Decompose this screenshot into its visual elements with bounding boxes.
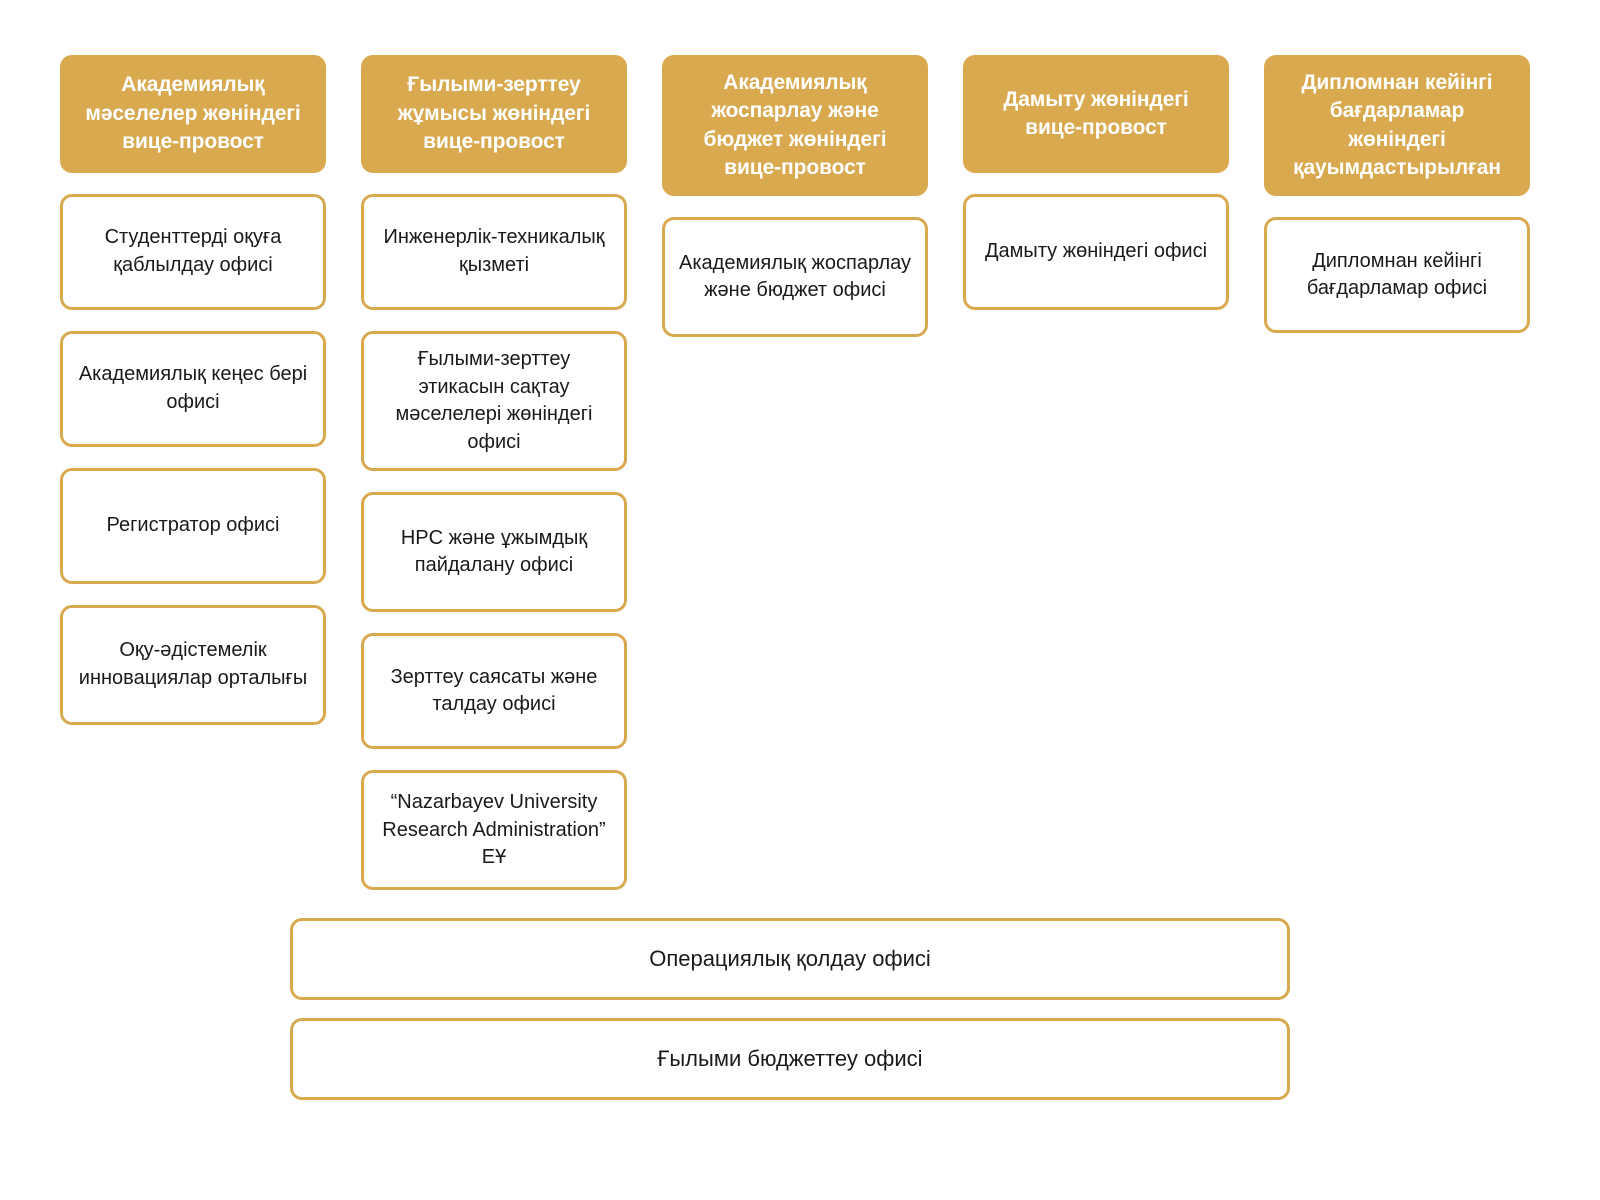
card-postgraduate-programs-office[interactable]: Дипломнан кейінгі бағдарламар офисі	[1264, 217, 1530, 334]
card-academic-planning-budget-office[interactable]: Академиялық жоспарлау және бюджет офисі	[662, 217, 928, 338]
card-academic-advising-office[interactable]: Академиялық кеңес бері офисі	[60, 331, 326, 447]
column-header-research[interactable]: Ғылыми-зерттеу жұмысы жөніндегі вице-про…	[361, 55, 627, 173]
card-research-policy-analytics-office[interactable]: Зерттеу саясаты және талдау офисі	[361, 633, 627, 750]
card-development-office[interactable]: Дамыту жөніндегі офисі	[963, 194, 1229, 310]
org-column-postgraduate: Дипломнан кейінгі бағдарламар жөніндегі …	[1264, 55, 1530, 334]
card-engineering-technical-service[interactable]: Инженерлік-техникалық қызметі	[361, 194, 627, 310]
org-column-research: Ғылыми-зерттеу жұмысы жөніндегі вице-про…	[361, 55, 627, 891]
bar-operational-support-office[interactable]: Операциялық қолдау офисі	[290, 918, 1290, 1000]
card-teaching-innovation-center[interactable]: Оқу-әдістемелік инновациялар орталығы	[60, 605, 326, 725]
column-header-postgraduate[interactable]: Дипломнан кейінгі бағдарламар жөніндегі …	[1264, 55, 1530, 197]
column-header-planning-budget[interactable]: Академиялық жоспарлау және бюджет жөнінд…	[662, 55, 928, 197]
bar-research-budgeting-office[interactable]: Ғылыми бюджеттеу офисі	[290, 1018, 1290, 1100]
org-column-academic-affairs: Академиялық мәселелер жөніндегі вице-про…	[60, 55, 326, 725]
bottom-bars: Операциялық қолдау офисі Ғылыми бюджетте…	[290, 918, 1290, 1100]
column-header-development[interactable]: Дамыту жөніндегі вице-провост	[963, 55, 1229, 173]
card-hpc-shared-use-office[interactable]: HPC және ұжымдық пайдалану офисі	[361, 492, 627, 613]
org-chart-columns: Академиялық мәселелер жөніндегі вице-про…	[60, 55, 1540, 891]
card-registrar-office[interactable]: Регистратор офисі	[60, 468, 326, 584]
card-nu-research-administration[interactable]: “Nazarbayev University Research Administ…	[361, 770, 627, 891]
org-column-planning-budget: Академиялық жоспарлау және бюджет жөнінд…	[662, 55, 928, 338]
card-admissions-office[interactable]: Студенттерді оқуға қаблылдау офисі	[60, 194, 326, 310]
card-research-ethics-office[interactable]: Ғылыми-зерттеу этикасын сақтау мәселелер…	[361, 331, 627, 472]
org-column-development: Дамыту жөніндегі вице-провост Дамыту жөн…	[963, 55, 1229, 310]
column-header-academic-affairs[interactable]: Академиялық мәселелер жөніндегі вице-про…	[60, 55, 326, 173]
